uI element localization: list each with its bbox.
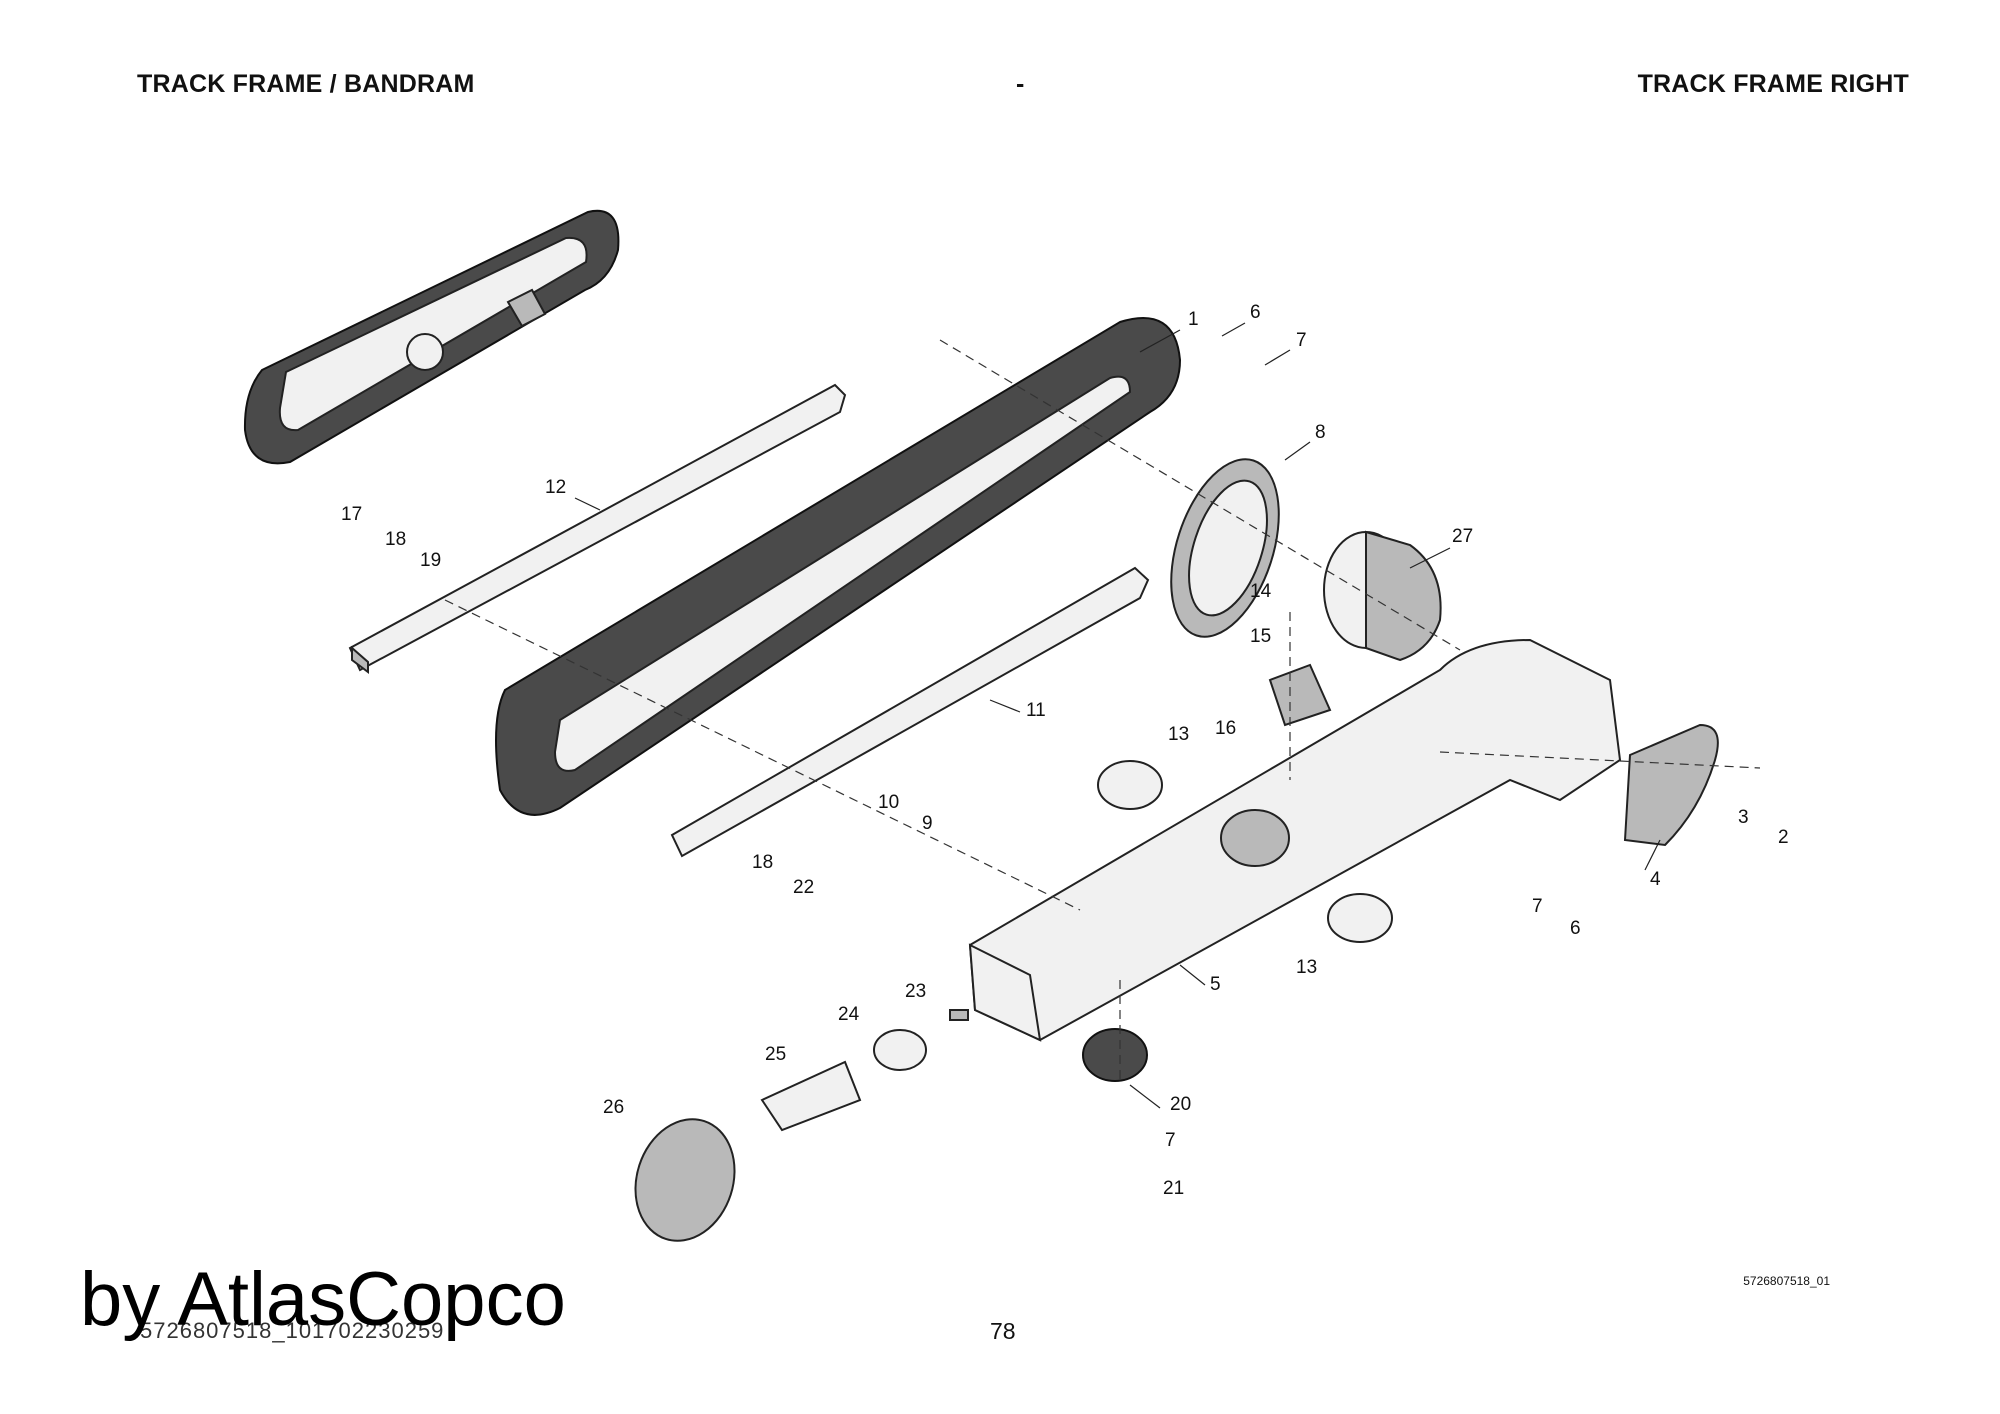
bushing-lower [1327,893,1393,943]
upper-track-guide [348,383,847,674]
idler-wheel [634,1118,736,1242]
tension-cylinder [873,1029,927,1071]
callout-7b: 7 [1532,896,1543,917]
track-frame [968,638,1622,1042]
callout-19: 19 [420,550,441,571]
callout-3: 3 [1738,807,1749,828]
callout-4: 4 [1650,869,1661,890]
callout-18: 18 [385,529,406,550]
callout-15: 15 [1250,626,1271,647]
document-id: 5726807518_101702230259 [140,1318,445,1343]
bushing-upper [1097,760,1163,810]
header-left-title: TRACK FRAME / BANDRAM [137,70,475,98]
callout-17: 17 [341,504,362,525]
bottom-roller [1082,1028,1148,1082]
header-right-title: TRACK FRAME RIGHT [1637,70,1909,98]
callout-16: 16 [1215,718,1236,739]
callout-26: 26 [603,1097,624,1118]
callout-8: 8 [1315,422,1326,443]
callout-21: 21 [1163,1178,1184,1199]
callout-9: 9 [922,813,933,834]
grease-fitting [949,1009,969,1021]
drive-sprocket [1170,458,1280,638]
callout-14: 14 [1250,581,1272,602]
travel-motor [1323,530,1442,662]
callout-24: 24 [838,1004,860,1025]
callout-22: 22 [793,877,814,898]
callout-6b: 6 [1570,918,1581,939]
callout-27: 27 [1452,526,1473,547]
callout-12: 12 [545,477,566,498]
header-center-mark: - [1016,70,1025,98]
drawing-code: 5726807518_01 [1743,1274,1830,1288]
track-chain [495,317,1182,816]
callout-13: 13 [1168,724,1189,745]
callout-5: 5 [1210,974,1221,995]
page-number: 78 [990,1318,1016,1344]
callout-1: 1 [1188,309,1199,330]
callout-25: 25 [765,1044,786,1065]
idler-yoke [760,1060,862,1132]
callout-7: 7 [1296,330,1307,351]
callout-23: 23 [905,981,926,1002]
callout-6: 6 [1250,302,1261,323]
motor-cover [1623,723,1719,847]
callout-7c: 7 [1165,1130,1176,1151]
callout-20: 20 [1170,1094,1191,1115]
callout-11: 11 [1026,700,1046,721]
bracket [1268,663,1332,727]
callout-13b: 13 [1296,957,1317,978]
callout-2: 2 [1778,827,1789,848]
watermark-text: by AtlasCopco [80,1257,566,1342]
callout-10: 10 [878,792,899,813]
lower-track-guide [670,566,1150,858]
assembled-track-illustration [243,209,620,465]
callout-18b: 18 [752,852,773,873]
